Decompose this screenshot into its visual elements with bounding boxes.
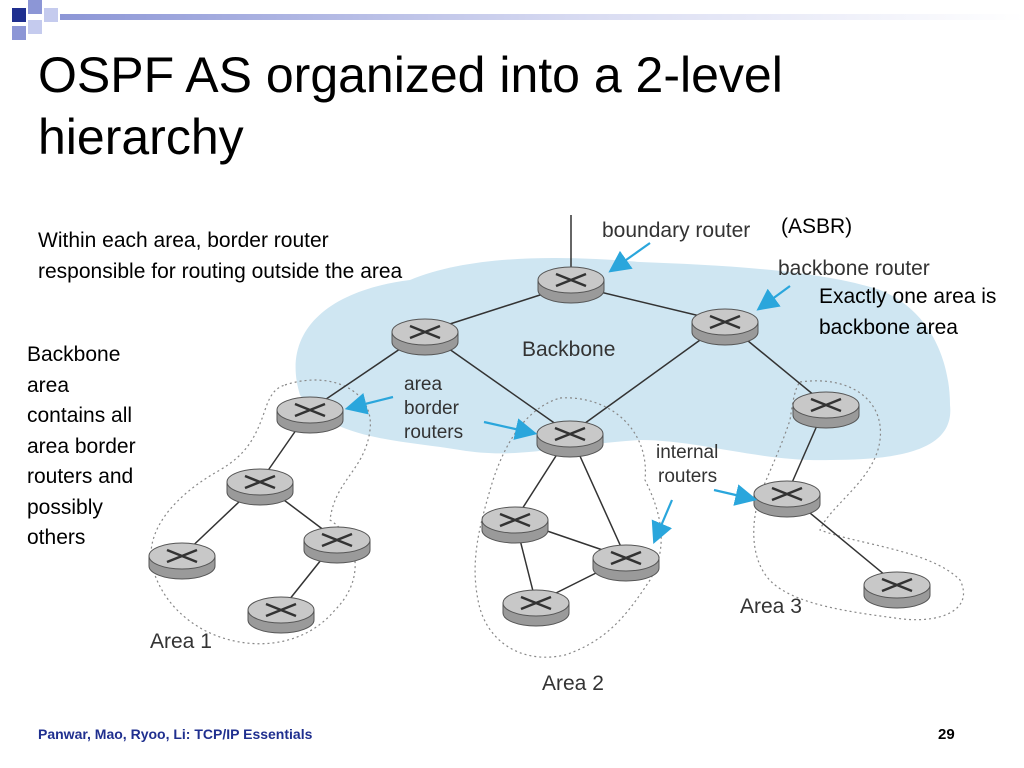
router-icon — [592, 544, 660, 582]
router-icon — [753, 480, 821, 518]
exactly-one-area-note: Exactly one area is backbone area — [819, 285, 997, 339]
title-decoration — [12, 0, 1024, 40]
boundary-router-label: boundary router — [602, 219, 750, 242]
router-icon — [303, 526, 371, 564]
internal-routers-label-line2: routers — [658, 466, 717, 487]
decor-square — [28, 20, 42, 34]
router-icon — [691, 308, 759, 346]
router-icon — [148, 542, 216, 580]
decor-square — [12, 26, 26, 40]
area1-label: Area 1 — [150, 630, 212, 653]
router-icon — [863, 571, 931, 609]
decor-square — [12, 8, 26, 22]
router-icon — [391, 318, 459, 356]
router-icon — [481, 506, 549, 544]
routers — [148, 266, 931, 634]
decor-bar — [60, 14, 1024, 20]
footer-citation: Panwar, Mao, Ryoo, Li: TCP/IP Essentials — [38, 726, 313, 742]
slide-title: OSPF AS organized into a 2-level hierarc… — [38, 47, 783, 165]
router-icon — [537, 266, 605, 304]
arrow-area-border-2 — [483, 418, 538, 440]
area-border-routers-label-line2: border — [404, 398, 460, 419]
arrow-internal-1 — [713, 484, 758, 506]
asbr-annotation: (ASBR) — [781, 215, 853, 238]
arrows — [344, 242, 791, 545]
arrow-backbone-router — [756, 285, 791, 311]
router-icon — [226, 468, 294, 506]
arrow-area-border-1 — [344, 393, 394, 415]
decor-square — [44, 8, 58, 22]
router-icon — [276, 396, 344, 434]
area-border-routers-label-line1: area — [404, 374, 442, 395]
arrow-boundary-router — [608, 242, 651, 273]
backbone-label: Backbone — [522, 338, 615, 361]
backbone-router-label: backbone router — [778, 257, 930, 280]
decor-square — [28, 0, 42, 14]
area-border-note: Within each area, border router responsi… — [38, 229, 403, 283]
area3-label: Area 3 — [740, 595, 802, 618]
backbone-region — [295, 257, 951, 461]
link — [569, 321, 726, 435]
router-icon — [247, 596, 315, 634]
router-icon — [792, 391, 860, 429]
arrow-internal-2 — [651, 499, 674, 545]
backbone-contains-note: Backbone area contains all area border r… — [27, 343, 136, 549]
internal-routers-label-line1: internal — [656, 442, 718, 463]
router-icon — [502, 589, 570, 627]
area2-outline — [474, 397, 662, 658]
area-border-routers-label-line3: routers — [404, 422, 463, 443]
page-number: 29 — [938, 726, 955, 743]
area2-label: Area 2 — [542, 672, 604, 695]
router-icon — [536, 420, 604, 458]
area1-outline — [150, 379, 371, 645]
